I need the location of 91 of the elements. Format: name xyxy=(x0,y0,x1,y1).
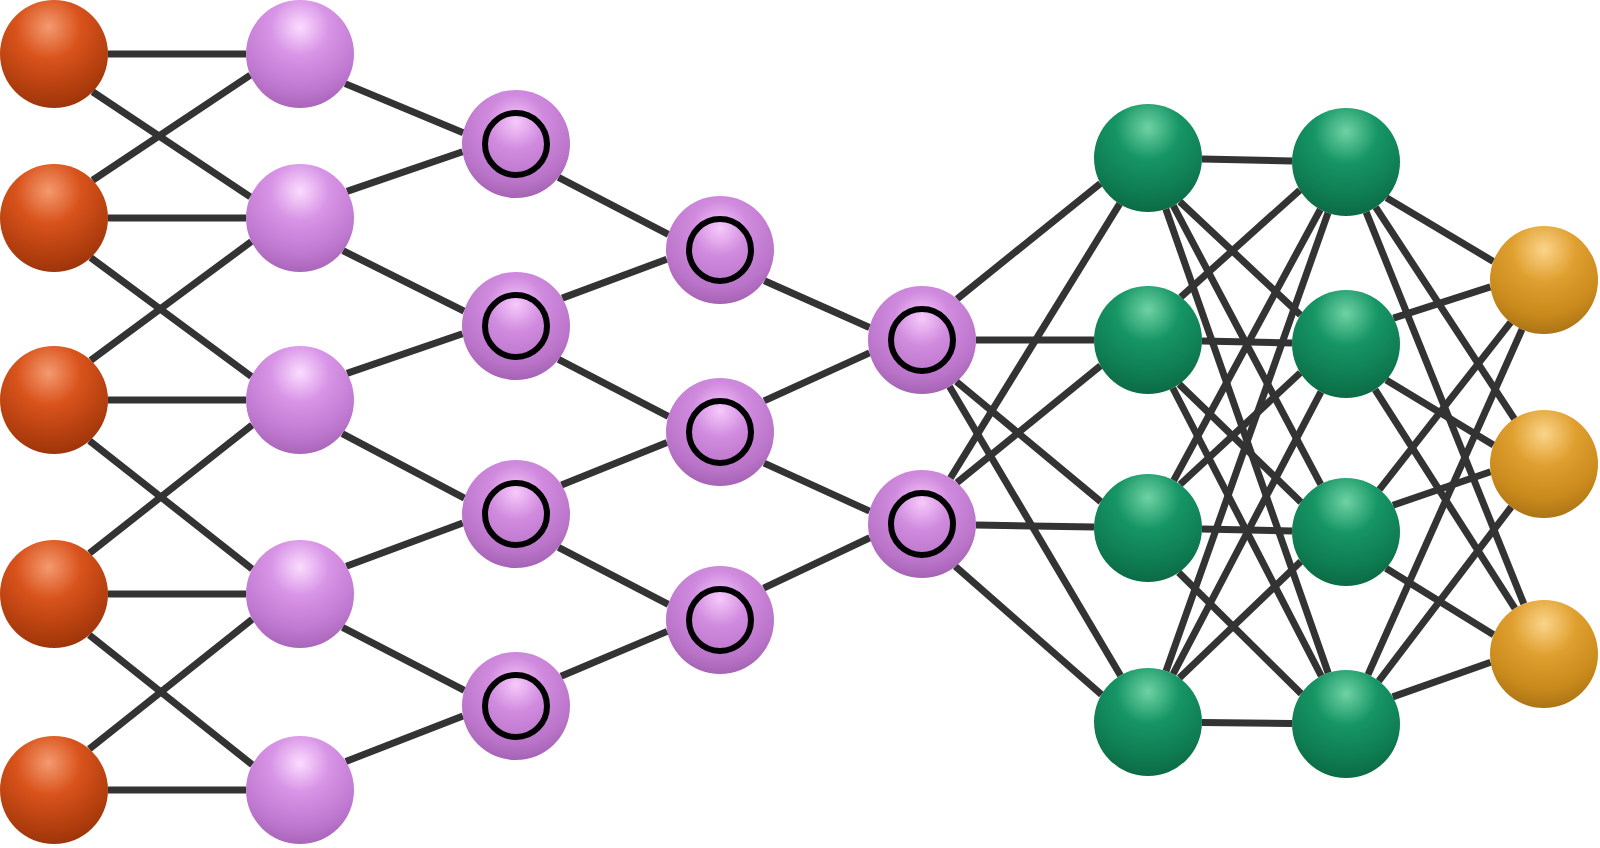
rising-connection-line xyxy=(345,148,464,195)
falling-connection-line xyxy=(1176,569,1304,697)
input-neuron xyxy=(0,164,108,272)
input-neuron xyxy=(0,0,108,108)
ringed-neuron xyxy=(462,90,570,198)
falling-connection-line xyxy=(1384,565,1496,638)
falling-connection-line xyxy=(87,632,255,768)
connection-line xyxy=(108,786,246,794)
ringed-neuron xyxy=(666,378,774,486)
rising-connection-line xyxy=(1177,370,1303,488)
connection-line xyxy=(1201,719,1293,727)
input-neuron xyxy=(0,736,108,844)
falling-connection-line xyxy=(762,277,871,331)
ringed-neuron xyxy=(666,566,774,674)
output-neuron xyxy=(1490,600,1598,708)
falling-connection-line xyxy=(90,88,253,200)
ringed-neuron xyxy=(462,460,570,568)
connection-line xyxy=(1201,155,1293,165)
rising-connection-line xyxy=(1392,283,1492,322)
neuron xyxy=(246,164,354,272)
falling-connection-line xyxy=(1362,210,1528,606)
hidden-neuron xyxy=(1292,478,1400,586)
falling-connection-line xyxy=(946,384,1124,678)
falling-connection-line xyxy=(556,174,670,238)
hidden-neuron xyxy=(1094,286,1202,394)
rising-connection-line xyxy=(954,180,1103,302)
rising-connection-line xyxy=(344,712,465,765)
rising-connection-line xyxy=(1391,468,1492,509)
connection-line xyxy=(975,521,1095,531)
falling-connection-line xyxy=(556,356,670,420)
ringed-neuron xyxy=(868,470,976,578)
rising-connection-line xyxy=(1391,658,1492,701)
falling-connection-line xyxy=(341,247,466,315)
falling-connection-line xyxy=(1177,199,1303,318)
output-neuron xyxy=(1490,226,1598,334)
hidden-neuron xyxy=(1094,104,1202,212)
ringed-neuron xyxy=(462,652,570,760)
falling-connection-line xyxy=(88,254,254,380)
falling-connection-line xyxy=(1384,194,1496,265)
falling-connection-line xyxy=(340,430,467,502)
hidden-neuron xyxy=(1094,668,1202,776)
ringed-neuron xyxy=(868,286,976,394)
neuron xyxy=(246,0,354,108)
rising-connection-line xyxy=(1178,187,1303,300)
connection-line xyxy=(108,396,246,404)
rising-connection-line xyxy=(954,363,1103,486)
connection-line xyxy=(1201,525,1293,535)
rising-connection-line xyxy=(762,534,872,592)
rising-connection-line xyxy=(345,330,464,377)
rising-connection-line xyxy=(88,238,254,364)
neuron xyxy=(246,540,354,648)
falling-connection-line xyxy=(1372,387,1518,611)
hidden-neuron xyxy=(1292,290,1400,398)
input-neuron xyxy=(0,540,108,648)
rising-connection-line xyxy=(561,255,668,302)
falling-connection-line xyxy=(87,437,255,572)
ringed-neuron xyxy=(462,272,570,380)
rising-connection-line xyxy=(1376,320,1514,492)
falling-connection-line xyxy=(762,459,872,515)
rising-connection-line xyxy=(87,616,255,752)
connection-line xyxy=(108,590,246,598)
hidden-neuron xyxy=(1292,670,1400,778)
falling-connection-line xyxy=(343,80,465,137)
falling-connection-line xyxy=(1372,205,1518,421)
connection-line xyxy=(108,214,246,222)
hidden-neuron xyxy=(1292,108,1400,216)
rising-connection-line xyxy=(90,72,253,184)
rising-connection-line xyxy=(87,422,255,557)
falling-connection-line xyxy=(953,563,1104,698)
falling-connection-line xyxy=(1176,381,1304,505)
rising-connection-line xyxy=(1364,327,1526,677)
falling-connection-line xyxy=(340,624,466,694)
connection-line xyxy=(1201,337,1293,347)
connection-line xyxy=(108,50,246,58)
output-neuron xyxy=(1490,410,1598,518)
rising-connection-line xyxy=(1176,559,1304,681)
rising-connection-line xyxy=(560,439,669,489)
rising-connection-line xyxy=(559,628,669,680)
neuron xyxy=(246,346,354,454)
rising-connection-line xyxy=(762,349,872,405)
neuron xyxy=(246,736,354,844)
rising-connection-line xyxy=(1375,504,1515,684)
rising-connection-line xyxy=(947,202,1123,480)
rising-connection-line xyxy=(345,519,464,570)
ringed-neuron xyxy=(666,196,774,304)
hidden-neuron xyxy=(1094,474,1202,582)
input-neuron xyxy=(0,346,108,454)
connection-line xyxy=(976,336,1094,344)
falling-connection-line xyxy=(954,378,1104,505)
falling-connection-line xyxy=(556,544,670,608)
falling-connection-line xyxy=(1384,377,1496,449)
